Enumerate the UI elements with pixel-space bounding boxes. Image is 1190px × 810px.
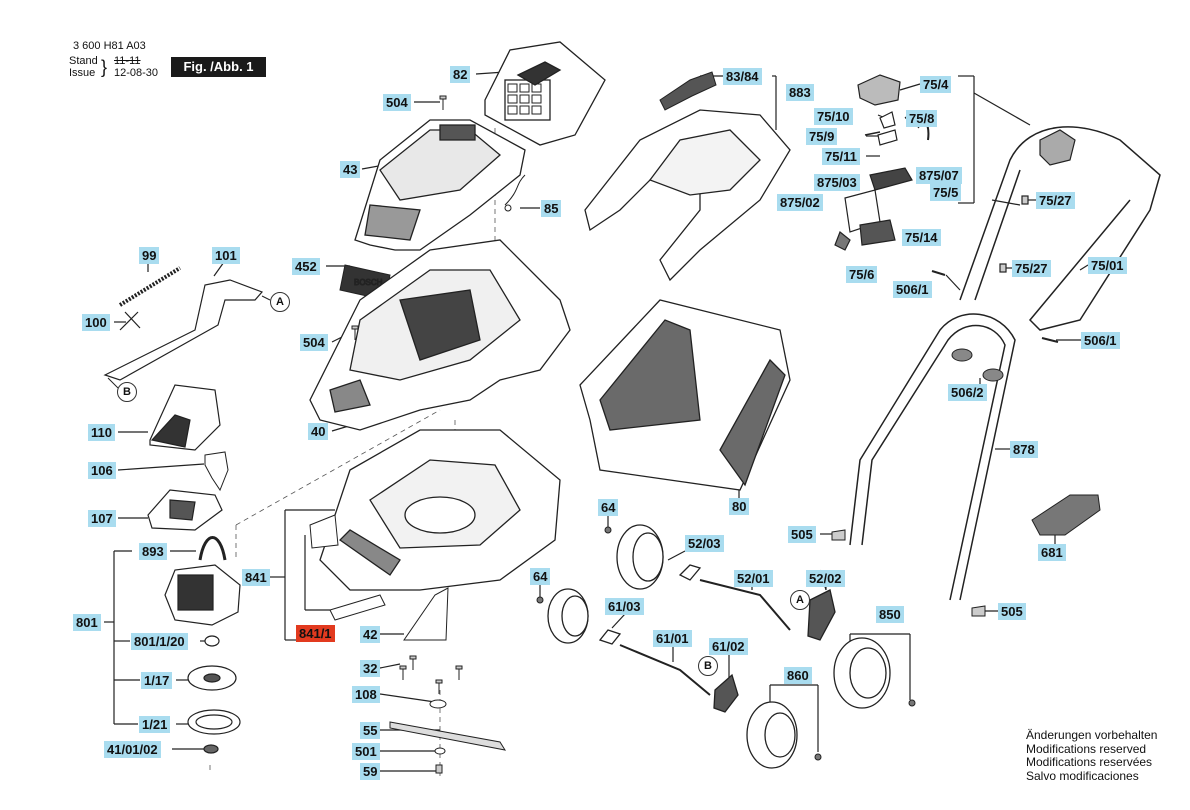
part-label-850: 850 <box>876 606 904 623</box>
part-label-75-14: 75/14 <box>902 229 941 246</box>
part-label-52-03: 52/03 <box>685 535 724 552</box>
part-label-107: 107 <box>88 510 116 527</box>
part-label-61-02: 61/02 <box>709 638 748 655</box>
part-label-40: 40 <box>308 423 329 440</box>
part-label-75-4: 75/4 <box>920 76 952 93</box>
part-label-82: 82 <box>450 66 471 83</box>
part-label-841: 841 <box>242 569 270 586</box>
reference-marker-b: B <box>698 656 718 676</box>
part-label-43: 43 <box>340 161 361 178</box>
part-label-101: 101 <box>212 247 240 264</box>
part-label-75-5: 75/5 <box>930 184 962 201</box>
part-label-801: 801 <box>73 614 101 631</box>
notice-line: Modifications reservées <box>1026 755 1153 769</box>
issue-label: Issue <box>69 67 96 79</box>
reference-marker-a: A <box>270 292 290 312</box>
stand-label: Stand <box>69 55 98 67</box>
part-label-100: 100 <box>82 314 110 331</box>
part-label-860: 860 <box>784 667 812 684</box>
part-label-75-27-top: 75/27 <box>1036 192 1075 209</box>
figure-label: Fig. /Abb. 1 <box>171 57 266 77</box>
brace-glyph: } <box>101 57 108 77</box>
part-label-83-84: 83/84 <box>723 68 762 85</box>
part-label-505-top: 505 <box>788 526 816 543</box>
part-label-106: 106 <box>88 462 116 479</box>
part-label-452: 452 <box>292 258 320 275</box>
part-label-1-21: 1/21 <box>139 716 171 733</box>
part-label-75-10: 75/10 <box>814 108 853 125</box>
part-label-85: 85 <box>541 200 562 217</box>
part-label-61-01: 61/01 <box>653 630 692 647</box>
part-label-801-1-20: 801/1/20 <box>131 633 188 650</box>
part-label-99: 99 <box>139 247 160 264</box>
old-date: 11-11 <box>114 55 141 67</box>
notice-line: Änderungen vorbehalten <box>1026 728 1158 742</box>
part-label-875-07: 875/07 <box>916 167 962 184</box>
part-label-75-9: 75/9 <box>806 128 838 145</box>
part-label-110: 110 <box>88 424 115 441</box>
part-label-52-01: 52/01 <box>734 570 773 587</box>
part-label-75-01: 75/01 <box>1088 257 1127 274</box>
svg-text:BOSCH: BOSCH <box>354 278 383 287</box>
part-label-501: 501 <box>352 743 380 760</box>
part-label-52-02: 52/02 <box>806 570 845 587</box>
part-label-878: 878 <box>1010 441 1038 458</box>
part-label-504-mid: 504 <box>300 334 328 351</box>
part-label-75-6: 75/6 <box>846 266 878 283</box>
part-label-64-upper: 64 <box>598 499 619 516</box>
reference-marker-a: A <box>790 590 810 610</box>
part-label-681: 681 <box>1038 544 1066 561</box>
notice-line: Modifications reserved <box>1026 741 1147 756</box>
part-label-108: 108 <box>352 686 380 703</box>
part-label-41-01-02: 41/01/02 <box>104 741 161 758</box>
part-label-61-03: 61/03 <box>605 598 644 615</box>
part-label-1-17: 1/17 <box>141 672 173 689</box>
part-label-506-2: 506/2 <box>948 384 987 401</box>
issue-date: 12-08-30 <box>114 67 159 79</box>
part-label-75-11: 75/11 <box>822 148 860 165</box>
part-label-59: 59 <box>360 763 381 780</box>
part-label-506-1-left: 506/1 <box>893 281 932 298</box>
part-label-55: 55 <box>360 722 381 739</box>
part-label-75-27-bottom: 75/27 <box>1012 260 1051 277</box>
part-label-32: 32 <box>360 660 381 677</box>
document-number: 3 600 H81 A03 <box>73 40 146 52</box>
part-label-505-bottom: 505 <box>998 603 1026 620</box>
part-label-64-lower: 64 <box>530 568 551 585</box>
part-label-75-8: 75/8 <box>906 110 938 127</box>
part-label-893: 893 <box>139 543 167 560</box>
part-label-883: 883 <box>786 84 814 101</box>
part-label-875-03: 875/03 <box>814 174 860 191</box>
part-label-80: 80 <box>729 498 750 515</box>
modifications-notice: Änderungen vorbehalten Modifications res… <box>1026 728 1158 783</box>
part-label-841-1-selected: 841/1 <box>296 625 335 642</box>
part-label-506-1-right: 506/1 <box>1081 332 1120 349</box>
part-label-42: 42 <box>360 626 381 643</box>
reference-marker-b: B <box>117 382 137 402</box>
part-label-875-02: 875/02 <box>777 194 823 211</box>
part-label-504-top: 504 <box>383 94 411 111</box>
notice-line: Salvo modificaciones <box>1026 768 1139 783</box>
